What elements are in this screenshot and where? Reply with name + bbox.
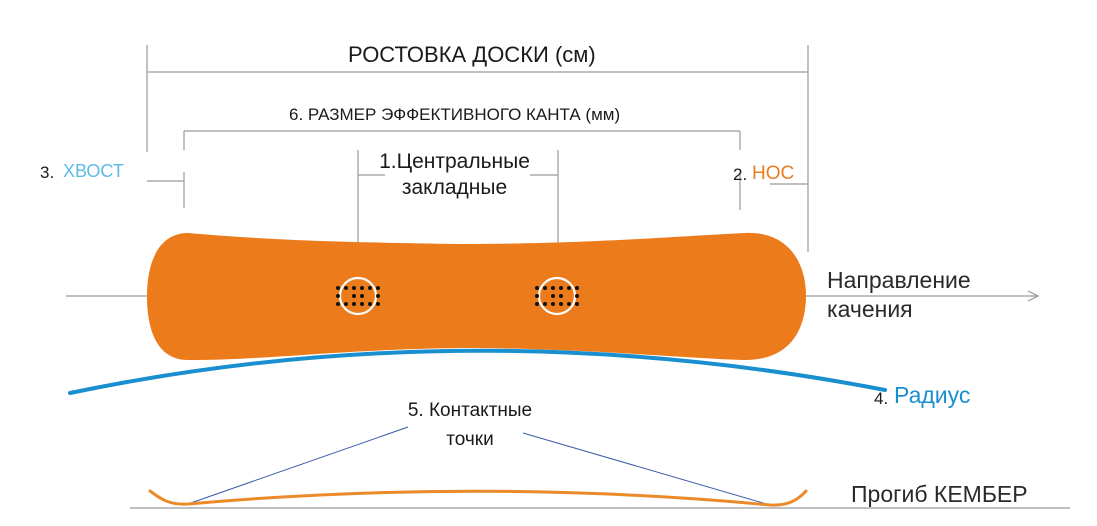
effective-edge-bracket bbox=[183, 130, 741, 210]
nose-number: 2. bbox=[733, 165, 748, 184]
contact-points-label: 5. Контактные точки bbox=[370, 397, 570, 454]
board-length-label: РОСТОВКА ДОСКИ (см) bbox=[348, 42, 596, 67]
direction-line2: качения bbox=[827, 295, 913, 322]
radius-number: 4. bbox=[874, 389, 889, 408]
tail-label: ХВОСТ bbox=[63, 161, 124, 181]
direction-line1: Направление bbox=[827, 267, 971, 293]
contact-points-line2: точки bbox=[446, 428, 494, 450]
central-inserts-line2: закладные bbox=[401, 176, 508, 200]
central-inserts-line1: 1.Центральные bbox=[379, 150, 530, 173]
radius-label: Радиус bbox=[894, 382, 971, 408]
central-inserts-label: 1.Центральные закладные bbox=[362, 149, 547, 202]
insert-pattern-icon bbox=[535, 276, 579, 316]
camber-label: Прогиб КЕМБЕР bbox=[851, 481, 1028, 507]
tail-nose-ticks bbox=[147, 180, 808, 185]
direction-label: Направление качения bbox=[827, 266, 1037, 324]
contact-point-lines bbox=[187, 426, 771, 506]
nose-label: НОС bbox=[752, 163, 795, 184]
effective-edge-label: 6. РАЗМЕР ЭФФЕКТИВНОГО КАНТА (мм) bbox=[289, 105, 621, 124]
contact-points-line1: 5. Контактные bbox=[407, 400, 533, 421]
tail-number: 3. bbox=[40, 163, 55, 182]
camber-curve bbox=[148, 489, 808, 507]
board-length-bracket bbox=[146, 45, 809, 252]
snowboard-body bbox=[147, 232, 806, 360]
insert-pattern-icon bbox=[336, 276, 380, 316]
radius-curve bbox=[68, 348, 887, 395]
